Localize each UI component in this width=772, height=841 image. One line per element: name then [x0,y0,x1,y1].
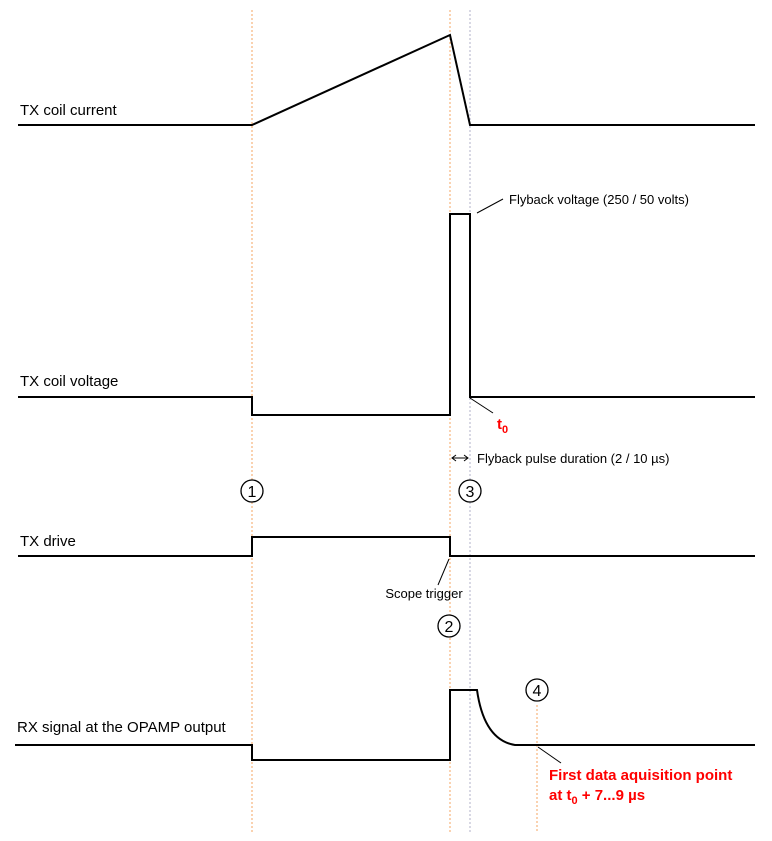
acquisition-label-line2: at t0 + 7...9 µs [549,787,645,807]
t0-main: t [497,416,502,433]
t0-leader [469,397,494,414]
waveform-tx-voltage [18,213,755,416]
waveform-tx-current [18,33,755,126]
marker-4: 4 [525,678,549,702]
acquisition-label-line1: First data aquisition point [549,767,732,784]
signal-label-tx-voltage: TX coil voltage [20,373,118,390]
signal-label-tx-current: TX coil current [20,102,118,119]
signal-label-tx-drive: TX drive [20,533,76,550]
acquisition-leader [537,746,562,764]
marker-1: 1 [240,479,264,503]
waveform-rx [15,689,755,761]
svg-text:4: 4 [533,683,542,700]
flyback-duration-label: Flyback pulse duration (2 / 10 µs) [477,451,669,466]
flyback-voltage-leader [476,198,504,214]
waveform-tx-drive [18,536,755,557]
marker-2: 2 [437,614,461,638]
svg-text:3: 3 [466,484,475,501]
t0-label: t0 [497,416,508,436]
scope-trigger-label: Scope trigger [385,586,463,601]
scope-trigger-leader [437,558,450,586]
flyback-voltage-label: Flyback voltage (250 / 50 volts) [509,192,689,207]
svg-text:1: 1 [248,484,257,501]
t0-sub: 0 [502,424,508,436]
marker-3: 3 [458,479,482,503]
signal-label-rx: RX signal at the OPAMP output [17,719,227,736]
svg-text:2: 2 [445,619,454,636]
